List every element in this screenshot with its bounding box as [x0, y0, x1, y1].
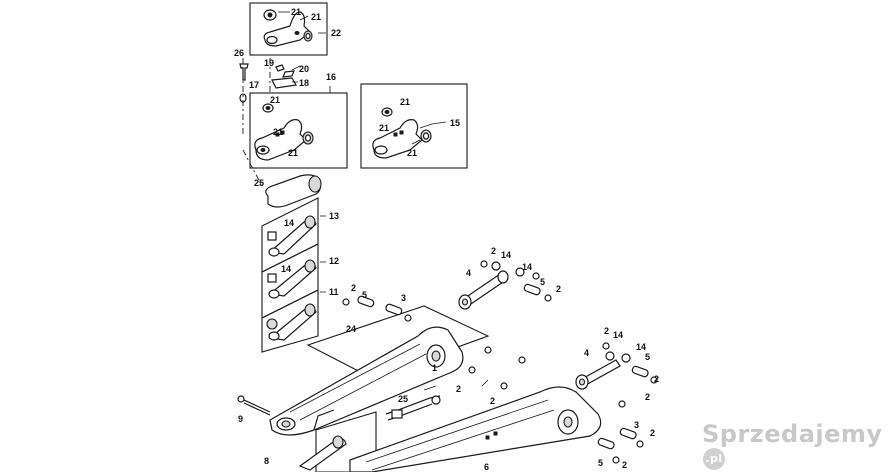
part-15-box [360, 83, 468, 169]
part-12-box [261, 197, 319, 273]
callout-14: 14 [501, 250, 511, 260]
callout-21: 21 [273, 127, 283, 137]
callout-5: 5 [362, 290, 367, 300]
callout-14: 14 [613, 330, 623, 340]
callout-6: 6 [484, 462, 489, 472]
callout-21: 21 [379, 123, 389, 133]
part-22-box [249, 2, 328, 56]
callout-9: 9 [238, 414, 243, 424]
callout-4: 4 [584, 348, 589, 358]
callout-2: 2 [351, 283, 356, 293]
callout-3: 3 [401, 293, 406, 303]
watermark-text: Sprzedajemy [702, 420, 883, 448]
callout-16: 16 [326, 72, 336, 82]
callout-11: 12 [329, 256, 339, 266]
callout-2: 2 [491, 246, 496, 256]
watermark-logo: Sprzedajemy.pl [702, 420, 892, 476]
main-boom-part-1 [269, 305, 490, 436]
callout-22: 22 [331, 28, 341, 38]
callout-2: 2 [490, 396, 495, 406]
leader-lines [278, 11, 489, 391]
callout-3: 3 [634, 420, 639, 430]
callout-12: 13 [329, 211, 339, 221]
callout-20: 20 [299, 64, 309, 74]
part-16-box [249, 86, 348, 169]
callout-21: 21 [270, 95, 280, 105]
pins-bushings-upper [342, 295, 526, 390]
callout-23: 24 [346, 324, 356, 334]
callout-14: 14 [522, 262, 532, 272]
callout-10: 11 [329, 287, 339, 297]
cylinder-part-4-lower [575, 342, 658, 464]
part-10-box [261, 289, 319, 353]
callout-2: 2 [604, 326, 609, 336]
callout-2: 2 [654, 374, 659, 384]
callout-13: 14 [284, 218, 294, 228]
callout-2: 2 [650, 428, 655, 438]
callout-19: 19 [264, 58, 274, 68]
callout-24: 25 [398, 394, 408, 404]
callout-2: 2 [622, 460, 627, 470]
callout-21: 21 [291, 7, 301, 17]
callout-21: 21 [400, 97, 410, 107]
callout-2: 2 [556, 284, 561, 294]
callout-15: 15 [450, 118, 460, 128]
callout-25: 25 [254, 178, 264, 188]
callout-13: 14 [281, 264, 291, 274]
callout-labels: 21 21 22 26 19 20 18 17 16 21 21 21 21 2… [234, 7, 659, 472]
callout-18: 18 [299, 78, 309, 88]
callout-8: 8 [264, 456, 269, 466]
bolt-part-9 [237, 395, 271, 416]
callout-1: 1 [432, 363, 437, 373]
callout-5: 5 [598, 458, 603, 468]
part-24-linkage [385, 395, 441, 421]
callout-2: 2 [645, 392, 650, 402]
callout-4: 4 [466, 268, 471, 278]
callout-21: 21 [288, 148, 298, 158]
part-25 [242, 149, 322, 208]
part-11-box [261, 243, 319, 319]
callout-17: 17 [249, 80, 259, 90]
cylinder-part-4-upper [458, 260, 552, 310]
callout-14: 14 [636, 342, 646, 352]
callout-5: 5 [540, 277, 545, 287]
small-parts-group [239, 58, 297, 134]
callout-26: 26 [234, 48, 244, 58]
watermark-suffix-badge: .pl [703, 448, 725, 470]
callout-21: 21 [407, 148, 417, 158]
callout-21: 21 [311, 12, 321, 22]
callout-5: 5 [645, 352, 650, 362]
lower-boom-part-6 [298, 386, 602, 472]
callout-2: 2 [456, 384, 461, 394]
